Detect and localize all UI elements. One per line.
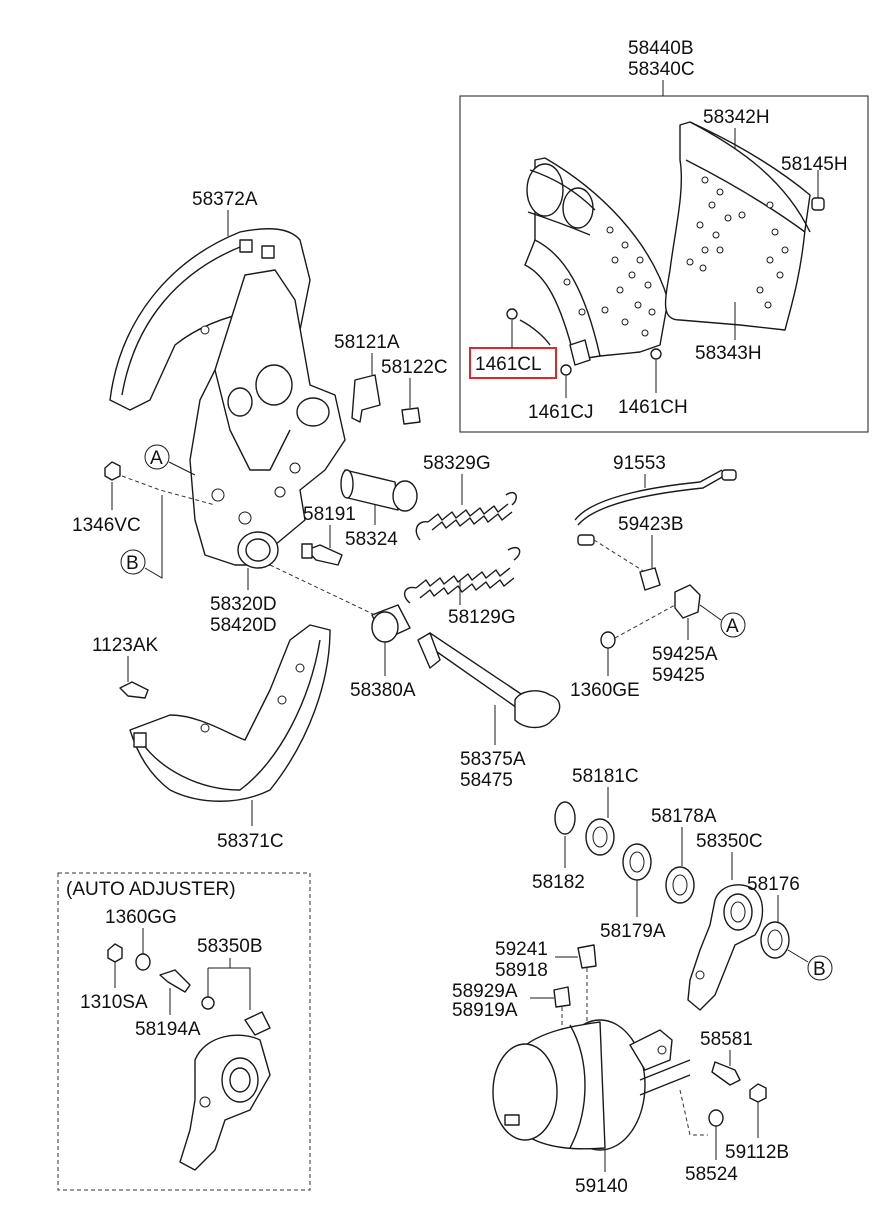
dust-shield-lower[interactable]: [129, 624, 331, 802]
label-1461CL[interactable]: 1461CL: [475, 354, 542, 375]
label-1123AK[interactable]: 1123AK: [92, 635, 159, 656]
label-58380A[interactable]: 58380A: [350, 680, 416, 701]
label-1346VC[interactable]: 1346VC: [72, 515, 141, 536]
washer-1461CH[interactable]: [650, 348, 662, 360]
bushing-1360GG[interactable]: [135, 953, 151, 971]
washer-1461CJ[interactable]: [560, 364, 572, 376]
label-1310SA[interactable]: 1310SA: [80, 992, 148, 1013]
washer-1461CL[interactable]: [506, 308, 518, 320]
label-58194A[interactable]: 58194A: [135, 1019, 201, 1040]
ref-circle-A-right: [720, 612, 746, 638]
label-58181C[interactable]: 58181C: [572, 766, 639, 787]
slack-adjuster-58350B[interactable]: [179, 1011, 271, 1171]
label-58440B[interactable]: 58440B: [628, 38, 694, 59]
fitting-59241[interactable]: [577, 944, 597, 969]
fitting-58929A[interactable]: [553, 986, 571, 1008]
label-59423B[interactable]: 59423B: [618, 514, 684, 535]
label-58350B[interactable]: 58350B: [197, 936, 263, 957]
ref-circle-B-left: [120, 549, 146, 575]
label-59425[interactable]: 59425: [652, 665, 705, 686]
label-58420D[interactable]: 58420D: [210, 615, 277, 636]
label-59140[interactable]: 59140: [575, 1176, 628, 1197]
snap-ring-58182[interactable]: [554, 801, 576, 835]
label-58375A[interactable]: 58375A: [460, 749, 526, 770]
clip-58122C[interactable]: [401, 407, 421, 425]
label-58342H[interactable]: 58342H: [703, 107, 770, 128]
auto-adjuster-box: [57, 872, 311, 1191]
camshaft-58375A[interactable]: [417, 632, 561, 729]
brake-chamber-59140[interactable]: [492, 1019, 691, 1151]
brake-shoe-kit-group: 58440B 58340C: [459, 38, 869, 433]
label-58320D[interactable]: 58320D: [210, 594, 277, 615]
label-58918[interactable]: 58918: [495, 960, 548, 981]
label-59112B[interactable]: 59112B: [725, 1142, 789, 1163]
label-58340C[interactable]: 58340C: [628, 59, 695, 80]
shoe-kit-box: [459, 95, 869, 433]
label-58372A[interactable]: 58372A: [192, 189, 258, 210]
stud-58194A[interactable]: [159, 969, 191, 993]
ref-circle-B-right: [807, 955, 833, 981]
label-58182[interactable]: 58182: [532, 872, 585, 893]
label-59241[interactable]: 59241: [495, 939, 548, 960]
label-58176[interactable]: 58176: [747, 874, 800, 895]
washer-adjuster: [201, 996, 215, 1010]
anchor-pin-58324[interactable]: [340, 469, 418, 512]
bushing-58380A[interactable]: [371, 604, 411, 643]
brake-shoe[interactable]: [519, 157, 669, 366]
label-58371C[interactable]: 58371C: [217, 831, 284, 852]
highlight-1461CL: [469, 347, 557, 379]
label-58179A[interactable]: 58179A: [600, 921, 666, 942]
pin-58581[interactable]: [711, 1061, 741, 1086]
nut-1310SA[interactable]: [107, 943, 123, 963]
sensor-59423B[interactable]: [639, 567, 661, 591]
label-58191[interactable]: 58191: [303, 504, 356, 525]
label-58581[interactable]: 58581: [700, 1029, 753, 1050]
return-spring-58329G[interactable]: [415, 491, 517, 541]
return-spring-58129G[interactable]: [403, 546, 521, 604]
slack-adjuster-58350C[interactable]: [687, 884, 764, 1011]
label-1360GG[interactable]: 1360GG: [105, 907, 177, 928]
ref-B-left[interactable]: B: [126, 553, 139, 574]
bolt-58191[interactable]: [301, 543, 343, 566]
label-58329G[interactable]: 58329G: [423, 453, 491, 474]
sensor-holder-59425A[interactable]: [674, 584, 701, 619]
auto-adjuster-title[interactable]: (AUTO ADJUSTER): [66, 879, 236, 900]
label-58145H[interactable]: 58145H: [781, 154, 848, 175]
lining-rivet-holes: [686, 176, 789, 309]
label-1461CH[interactable]: 1461CH: [618, 397, 688, 418]
label-59425A[interactable]: 59425A: [652, 644, 718, 665]
brake-lining[interactable]: [664, 121, 811, 331]
bracket-58121A[interactable]: [351, 374, 381, 423]
abs-sensor-wire-91553[interactable]: [574, 469, 737, 546]
shoe-rivet-holes: [563, 226, 656, 337]
label-58475[interactable]: 58475: [460, 770, 513, 791]
label-58121A[interactable]: 58121A: [334, 332, 400, 353]
label-58919A[interactable]: 58919A: [452, 1000, 518, 1021]
label-58324[interactable]: 58324: [345, 529, 398, 550]
label-58129G[interactable]: 58129G: [448, 607, 516, 628]
label-58122C[interactable]: 58122C: [381, 357, 448, 378]
label-1461CJ[interactable]: 1461CJ: [528, 402, 594, 423]
bushing-1360GE[interactable]: [600, 631, 616, 649]
ref-A-left[interactable]: A: [150, 448, 163, 469]
ref-circle-A-left: [144, 444, 170, 470]
label-58524[interactable]: 58524: [685, 1164, 738, 1185]
ref-A-right[interactable]: A: [726, 616, 739, 637]
label-58350C[interactable]: 58350C: [696, 831, 763, 852]
label-58343H[interactable]: 58343H: [695, 343, 762, 364]
label-58929A[interactable]: 58929A: [452, 981, 518, 1002]
ref-B-right[interactable]: B: [813, 959, 826, 980]
label-58178A[interactable]: 58178A: [651, 806, 717, 827]
washer-58524[interactable]: [708, 1109, 724, 1127]
nut-59112B[interactable]: [749, 1083, 767, 1103]
brake-spider[interactable]: [189, 269, 346, 569]
bolt-1123AK[interactable]: [119, 681, 149, 699]
rivet-58145H[interactable]: [811, 197, 825, 211]
nut-1346VC[interactable]: [104, 461, 121, 481]
label-91553[interactable]: 91553: [613, 453, 666, 474]
label-1360GE[interactable]: 1360GE: [570, 680, 640, 701]
